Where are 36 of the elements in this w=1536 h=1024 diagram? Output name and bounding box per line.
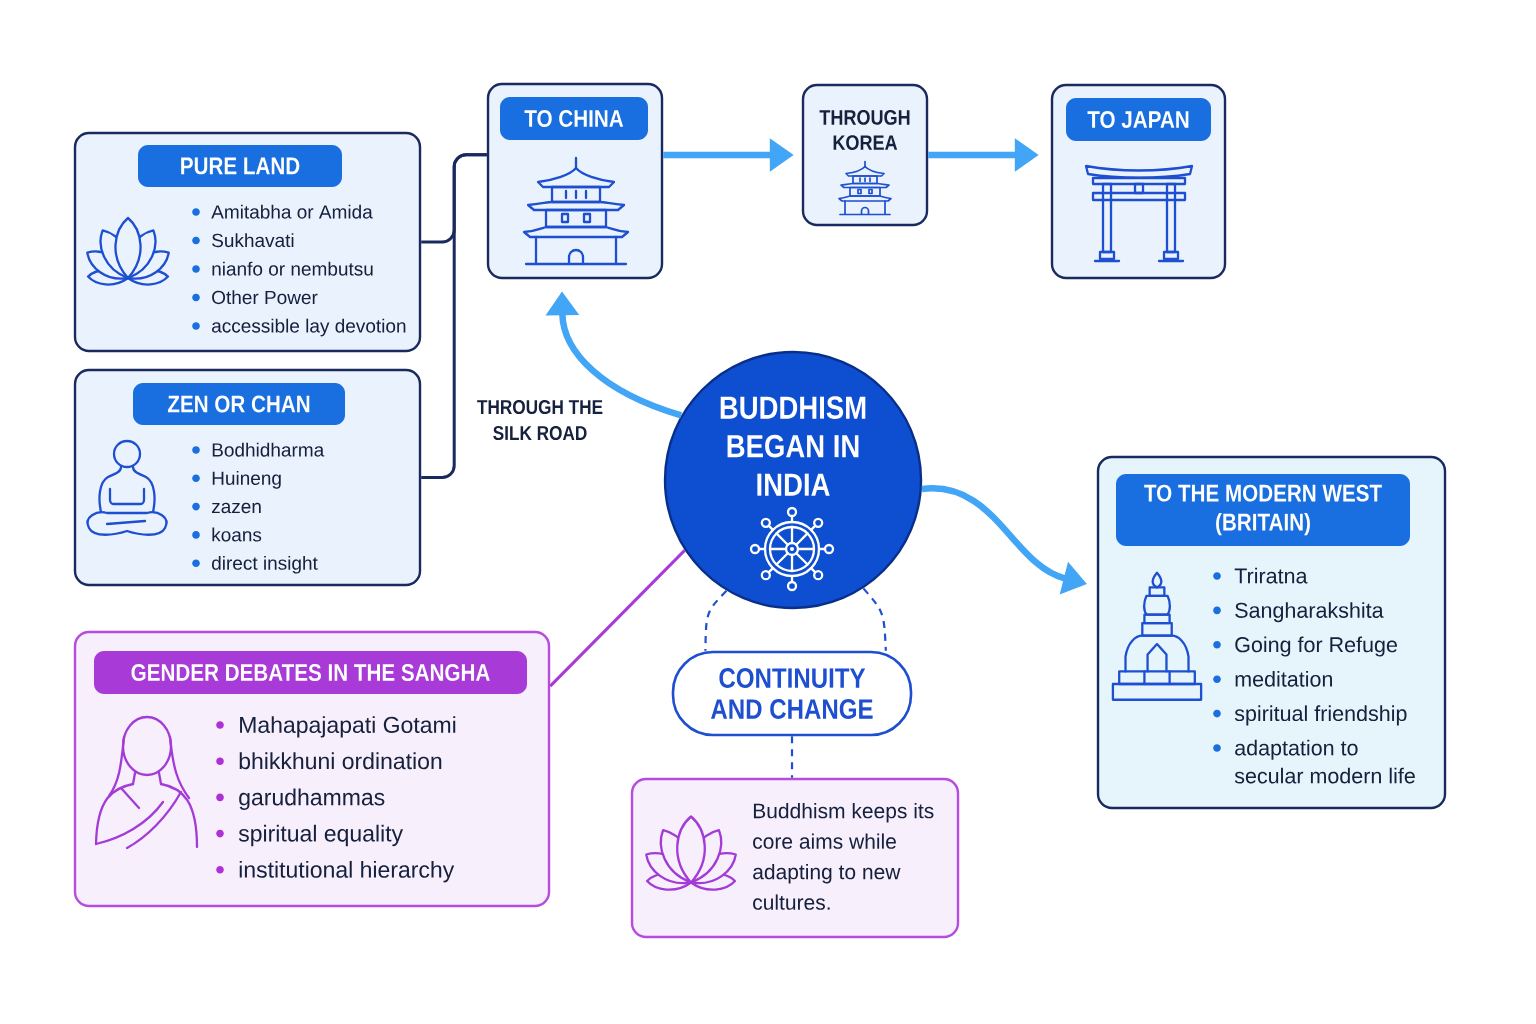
list-item: Going for Refuge (1235, 636, 1397, 657)
connector-line (421, 153, 487, 479)
list-item: zazen (212, 502, 261, 514)
heading-pill: PURE LAND (138, 145, 342, 187)
list-item: Mahapajapati Gotami (240, 716, 456, 738)
list-item: Bodhidharma (212, 442, 325, 457)
heading-pill: ZEN OR CHAN (133, 383, 345, 425)
heading-pill: TO JAPAN (1066, 98, 1211, 141)
list-item: spiritual equality (238, 824, 404, 847)
heading-pill: TO THE MODERN WEST (BRITAIN) (1116, 474, 1410, 546)
list-item: spiritual friendship (1234, 705, 1407, 726)
list-item: adaptation to secular modern life (1234, 739, 1415, 784)
edge-label: THROUGH THE SILK ROAD (477, 399, 603, 441)
list-item: Other Power (212, 290, 318, 305)
list-item: Sukhavati (212, 233, 294, 248)
list-item: nianfo or nembutsu (212, 261, 373, 276)
list-item: garudhammas (239, 788, 385, 810)
list-item: bhikkhuni ordination (239, 752, 442, 770)
heading-pill: TO CHINA (500, 97, 648, 140)
connector-line (704, 589, 728, 651)
list-item: meditation (1235, 670, 1332, 687)
list-item: accessible lay devotion (212, 318, 406, 337)
card-title: THROUGH KOREA (819, 109, 910, 151)
note-text: Buddhism keeps its core aims while adapting to new cultures. (753, 802, 934, 910)
theme-pill: CONTINUITY AND CHANGE (671, 650, 913, 737)
connector-line (790, 736, 794, 778)
list-item: Huineng (212, 471, 281, 489)
heading-pill: GENDER DEBATES IN THE SANGHA (94, 651, 527, 694)
list-item: Triratna (1234, 567, 1308, 584)
connector-line (862, 587, 887, 651)
list-item: koans (212, 527, 262, 542)
list-item: Sangharakshita (1235, 602, 1384, 623)
list-item: Amitabha or Amida (211, 204, 373, 219)
list-item: direct insight (212, 555, 318, 574)
connector-line (549, 549, 686, 688)
list-item: institutional hierarchy (239, 860, 455, 883)
